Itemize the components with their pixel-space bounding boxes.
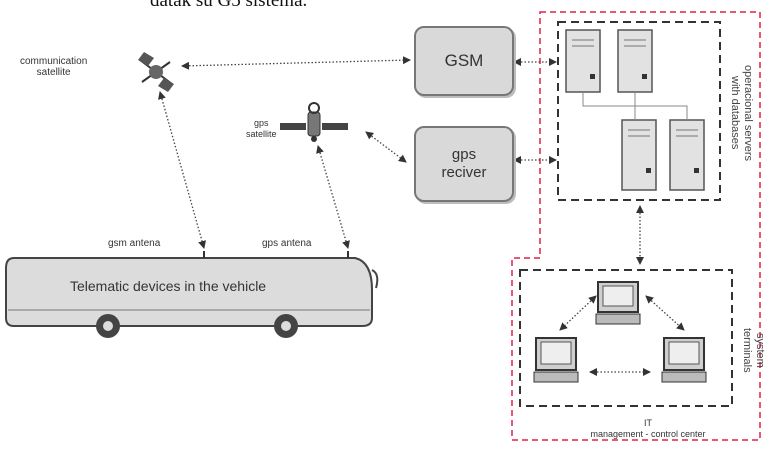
terminals-label: system terminals <box>741 327 765 373</box>
servers-label: operacional servers with databases <box>729 65 754 161</box>
gps-satellite-label: gps satellite <box>246 118 277 139</box>
link-gps-sat-receiver <box>365 131 407 163</box>
link-satellite-gsm <box>181 56 411 70</box>
link-term-top-left <box>559 295 597 331</box>
satellite-icon <box>138 52 174 92</box>
server-icon <box>565 29 601 93</box>
gsm-box: GSM <box>414 26 514 96</box>
satellite-icon <box>280 102 348 142</box>
gps-receiver-label: gps reciver <box>441 146 487 181</box>
computer-terminal-icon <box>595 281 641 325</box>
link-satellite-bus <box>158 91 206 249</box>
gps-receiver-box: gps reciver <box>414 126 514 202</box>
server-icon <box>621 119 657 191</box>
server-icon <box>669 119 705 191</box>
control-center-boundary <box>511 11 761 441</box>
bus-label: Telematic devices in the vehicle <box>70 278 267 294</box>
link-term-top-right <box>645 295 685 331</box>
gps-antenna-label: gps antena <box>262 238 312 249</box>
computer-terminal-icon <box>661 337 707 383</box>
computer-terminal-icon <box>533 337 579 383</box>
servers-group-box <box>557 21 721 201</box>
bus-icon <box>5 251 379 338</box>
link-gps-sat-bus <box>316 145 350 249</box>
comm-satellite-label: communication satellite <box>20 56 88 78</box>
gsm-antenna-label: gsm antena <box>108 238 161 249</box>
gsm-label: GSM <box>444 51 484 70</box>
top-caption: datak su G5 sistema. <box>150 0 308 11</box>
server-network-line <box>582 92 688 120</box>
terminals-group-box <box>519 269 733 407</box>
server-icon <box>617 29 653 93</box>
control-center-label: IT management - control center <box>590 418 706 439</box>
